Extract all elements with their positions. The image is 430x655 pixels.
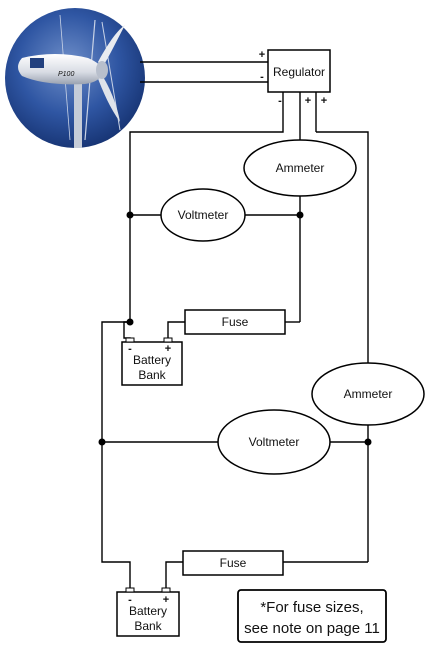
bottom-battery-label-line2: Bank xyxy=(134,619,162,633)
wire-negative-bottom-battery xyxy=(101,442,131,588)
turbine-blade xyxy=(97,72,120,122)
bottom-battery-neg-terminal xyxy=(125,587,135,593)
top-battery-pos-terminal xyxy=(163,337,173,343)
wire-to-bottom-ammeter xyxy=(316,131,369,363)
top-ammeter-shape xyxy=(243,139,357,197)
wire-bottom-fuse-to-battery xyxy=(165,561,183,588)
regulator: Regulator + - - + + xyxy=(259,49,331,107)
turbine-tower xyxy=(74,82,82,148)
bottom-battery-box xyxy=(116,591,180,637)
regulator-label: Regulator xyxy=(273,65,325,79)
wire-negative-to-bottom xyxy=(101,321,130,442)
top-fuse-box xyxy=(184,309,286,335)
bottom-battery-neg-sign: - xyxy=(128,594,132,606)
wire-top-fuse-to-battery xyxy=(167,321,185,342)
top-battery-bank: - + Battery Bank xyxy=(121,337,183,386)
junctions xyxy=(98,211,372,446)
top-battery-neg-sign: - xyxy=(128,343,132,355)
wires xyxy=(101,61,369,588)
bottom-ammeter: Ammeter xyxy=(311,362,425,426)
junction-dot xyxy=(98,438,106,446)
note-line-1: *For fuse sizes, xyxy=(260,599,363,616)
turbine-logo-badge xyxy=(30,58,44,68)
junction-dot xyxy=(126,318,134,326)
top-voltmeter-label: Voltmeter xyxy=(178,208,229,222)
top-battery-neg-terminal xyxy=(125,337,135,343)
bottom-ammeter-label: Ammeter xyxy=(344,387,393,401)
bottom-ammeter-shape xyxy=(311,362,425,426)
regulator-output-positive-2: + xyxy=(321,95,327,107)
top-battery-pos-sign: + xyxy=(165,343,171,355)
regulator-output-negative: - xyxy=(278,95,282,107)
top-battery-label-line1: Battery xyxy=(133,353,171,367)
top-ammeter: Ammeter xyxy=(243,139,357,197)
bottom-battery-bank: - + Battery Bank xyxy=(116,587,180,637)
bottom-fuse: Fuse xyxy=(182,550,284,576)
top-voltmeter-shape xyxy=(160,188,246,242)
bottom-voltmeter: Voltmeter xyxy=(217,409,331,475)
wire-negative-main xyxy=(129,92,284,322)
wind-turbine-photo: P100 xyxy=(5,8,145,148)
top-fuse: Fuse xyxy=(184,309,286,335)
turbine-model-label: P100 xyxy=(58,71,74,78)
junction-dot xyxy=(126,211,134,219)
top-battery-box xyxy=(121,341,183,386)
bottom-battery-label-line1: Battery xyxy=(129,604,167,618)
turbine-blade xyxy=(98,25,125,68)
turbine-hub xyxy=(96,61,108,79)
junction-dot xyxy=(296,211,304,219)
top-ammeter-label: Ammeter xyxy=(276,161,325,175)
regulator-input-positive: + xyxy=(259,49,265,61)
bottom-battery-pos-terminal xyxy=(161,587,171,593)
top-voltmeter: Voltmeter xyxy=(160,188,246,242)
fuse-size-note: *For fuse sizes, see note on page 11 xyxy=(237,589,387,643)
top-fuse-label: Fuse xyxy=(222,315,249,329)
bottom-voltmeter-shape xyxy=(217,409,331,475)
regulator-output-positive-1: + xyxy=(305,95,311,107)
regulator-box xyxy=(267,49,331,93)
top-battery-label-line2: Bank xyxy=(138,368,166,382)
bottom-voltmeter-label: Voltmeter xyxy=(249,435,300,449)
bottom-battery-pos-sign: + xyxy=(163,594,169,606)
bottom-fuse-label: Fuse xyxy=(220,556,247,570)
note-box xyxy=(237,589,387,643)
junction-dot xyxy=(364,438,372,446)
bottom-fuse-box xyxy=(182,550,284,576)
regulator-input-negative: - xyxy=(260,71,264,83)
note-line-2: see note on page 11 xyxy=(244,620,380,637)
